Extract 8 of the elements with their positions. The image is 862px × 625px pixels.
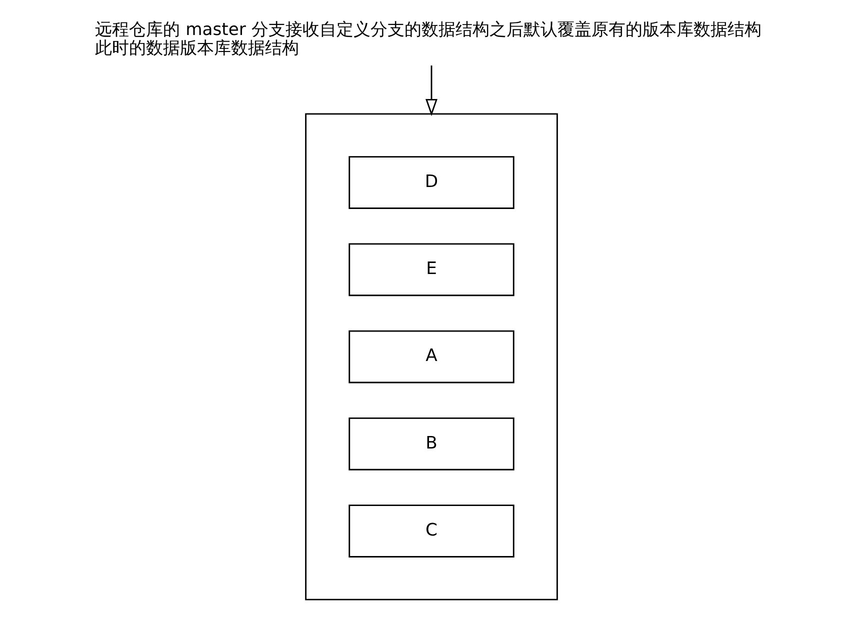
node-box: A — [348, 330, 514, 384]
node-box: B — [348, 417, 514, 470]
arrow — [425, 66, 437, 116]
node-text: 远程仓库的 master 分支接收自定义分支的数据结构之后默认覆盖原有的版本库数据结构 此时的数据版本库数据结构 — [94, 20, 761, 58]
cluster — [304, 113, 558, 600]
node-box: E — [348, 243, 514, 296]
node-box: C — [348, 504, 514, 558]
node-box: D — [348, 156, 514, 209]
